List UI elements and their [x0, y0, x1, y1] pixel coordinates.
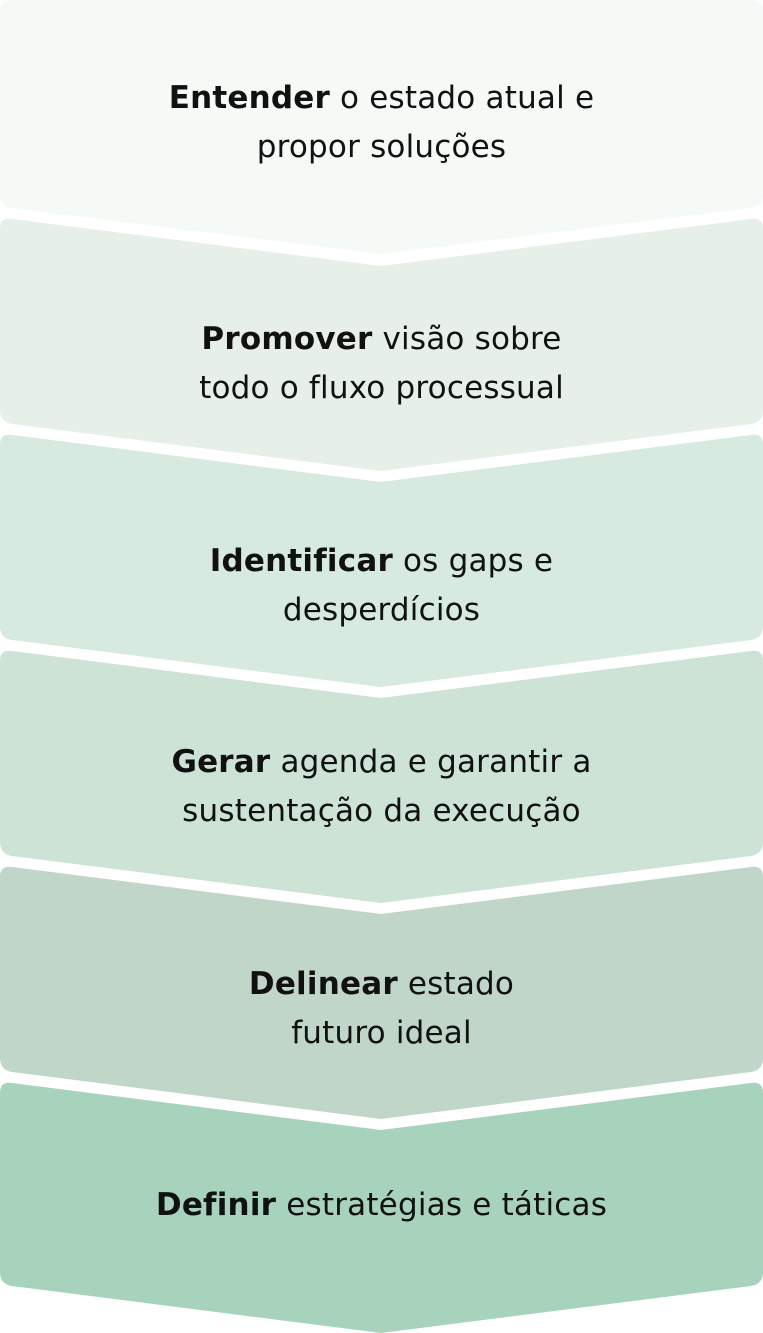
chevron-step-5	[0, 866, 763, 1119]
step-4-text: agenda e garantir a	[270, 744, 592, 780]
chevron-step-2	[0, 218, 763, 471]
step-1-text-line2: propor soluções	[256, 129, 507, 165]
step-2-text: visão sobre	[372, 321, 562, 357]
step-4-keyword: Gerar	[171, 744, 271, 780]
step-6-keyword: Definir	[155, 1187, 277, 1223]
step-5-label: Delinear estado futuro ideal	[0, 960, 763, 1058]
step-2-keyword: Promover	[201, 321, 373, 357]
chevron-step-1	[0, 0, 763, 254]
step-4-text-line2: sustentação da execução	[182, 793, 581, 829]
step-3-label: Identificar os gaps e desperdícios	[0, 537, 763, 635]
step-5-text-line2: futuro ideal	[291, 1015, 472, 1051]
step-6-label: Definir estratégias e táticas	[0, 1181, 763, 1230]
step-1-keyword: Entender	[168, 80, 330, 116]
step-2-label: Promover visão sobre todo o fluxo proces…	[0, 315, 763, 413]
step-1-text: o estado atual e	[329, 80, 595, 116]
step-3-keyword: Identificar	[209, 543, 393, 579]
chevron-step-6	[0, 1082, 763, 1333]
chevron-step-3	[0, 434, 763, 687]
step-3-text-line2: desperdícios	[282, 592, 481, 628]
step-2-text-line2: todo o fluxo processual	[199, 370, 564, 406]
step-4-label: Gerar agenda e garantir a sustentação da…	[0, 738, 763, 836]
chevron-step-4	[0, 650, 763, 903]
step-6-text: estratégias e táticas	[276, 1187, 608, 1223]
step-1-label: Entender o estado atual e propor soluçõe…	[0, 74, 763, 172]
step-5-text: estado	[397, 966, 515, 1002]
step-3-text: os gaps e	[392, 543, 554, 579]
step-5-keyword: Delinear	[248, 966, 398, 1002]
